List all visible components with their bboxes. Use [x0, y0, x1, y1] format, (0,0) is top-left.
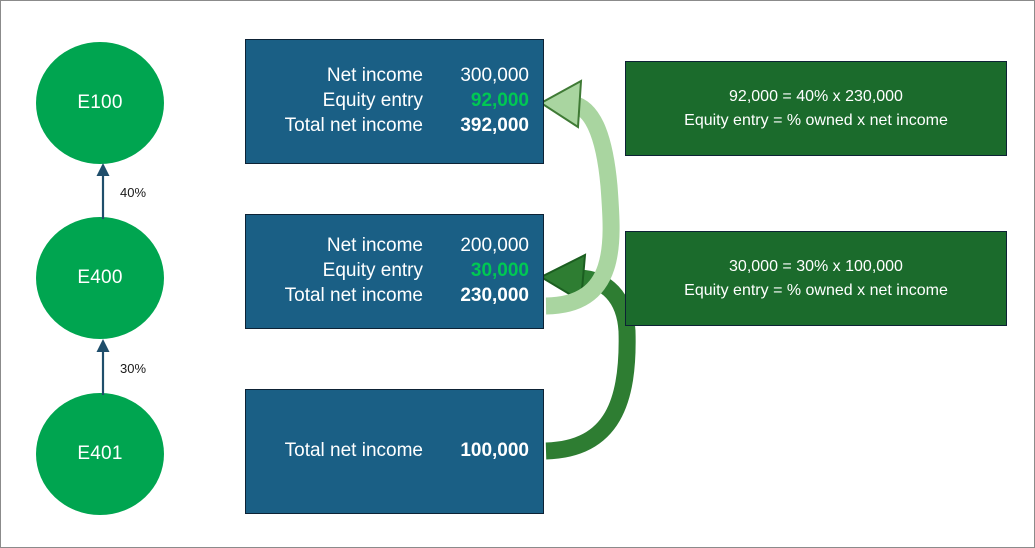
- income-row-value-equity: 92,000: [470, 90, 529, 112]
- income-box-e401[interactable]: Total net income 100,000: [245, 389, 544, 514]
- entity-label-e401: E401: [77, 443, 123, 464]
- ownership-percent-e400-to-e100: 40%: [120, 185, 147, 200]
- entity-label-e100: E100: [77, 92, 123, 113]
- income-row-value-total: 100,000: [460, 440, 529, 462]
- income-row-label: Net income: [326, 65, 423, 87]
- income-row-value-total: 230,000: [460, 284, 529, 306]
- entity-label-e400: E400: [77, 267, 123, 288]
- formula-line-rule: Equity entry = % owned x net income: [684, 281, 948, 299]
- income-row-value-equity: 30,000: [470, 260, 529, 282]
- income-row-label: Total net income: [284, 284, 423, 306]
- income-row: Net income 300,000: [270, 64, 529, 89]
- income-row-value: 300,000: [460, 65, 529, 87]
- formula-line-calculation: 92,000 = 40% x 230,000: [729, 88, 903, 106]
- income-row: Net income 200,000: [270, 234, 529, 259]
- income-row-value: 200,000: [460, 235, 529, 257]
- income-row-label: Equity entry: [322, 90, 423, 112]
- ownership-percent-e401-to-e400: 30%: [120, 361, 147, 376]
- income-row-value-total: 392,000: [460, 114, 529, 136]
- income-row-label: Total net income: [284, 440, 423, 462]
- entity-circle-e401[interactable]: E401: [36, 393, 164, 515]
- income-row: Equity entry 30,000: [270, 259, 529, 284]
- income-box-e100[interactable]: Net income 300,000 Equity entry 92,000 T…: [245, 39, 544, 164]
- income-row: Total net income 100,000: [270, 439, 529, 464]
- formula-box-e100[interactable]: 92,000 = 40% x 230,000 Equity entry = % …: [625, 61, 1007, 156]
- flow-arrow-e400-to-e100: [539, 79, 620, 315]
- formula-line-rule: Equity entry = % owned x net income: [684, 111, 948, 129]
- flow-arrow-e401-to-e400: [538, 253, 636, 460]
- formula-line-calculation: 30,000 = 30% x 100,000: [729, 258, 903, 276]
- income-row: Equity entry 92,000: [270, 89, 529, 114]
- income-row-label: Net income: [326, 235, 423, 257]
- entity-circle-e100[interactable]: E100: [36, 42, 164, 164]
- income-box-e400[interactable]: Net income 200,000 Equity entry 30,000 T…: [245, 214, 544, 329]
- income-row: Total net income 392,000: [270, 114, 529, 139]
- income-row-label: Equity entry: [322, 260, 423, 282]
- entity-circle-e400[interactable]: E400: [36, 217, 164, 339]
- ownership-arrow-e400-to-e100: [96, 163, 110, 219]
- income-row-label: Total net income: [284, 114, 423, 136]
- income-row: Total net income 230,000: [270, 284, 529, 309]
- formula-box-e400[interactable]: 30,000 = 30% x 100,000 Equity entry = % …: [625, 231, 1007, 326]
- ownership-arrow-e401-to-e400: [96, 339, 110, 395]
